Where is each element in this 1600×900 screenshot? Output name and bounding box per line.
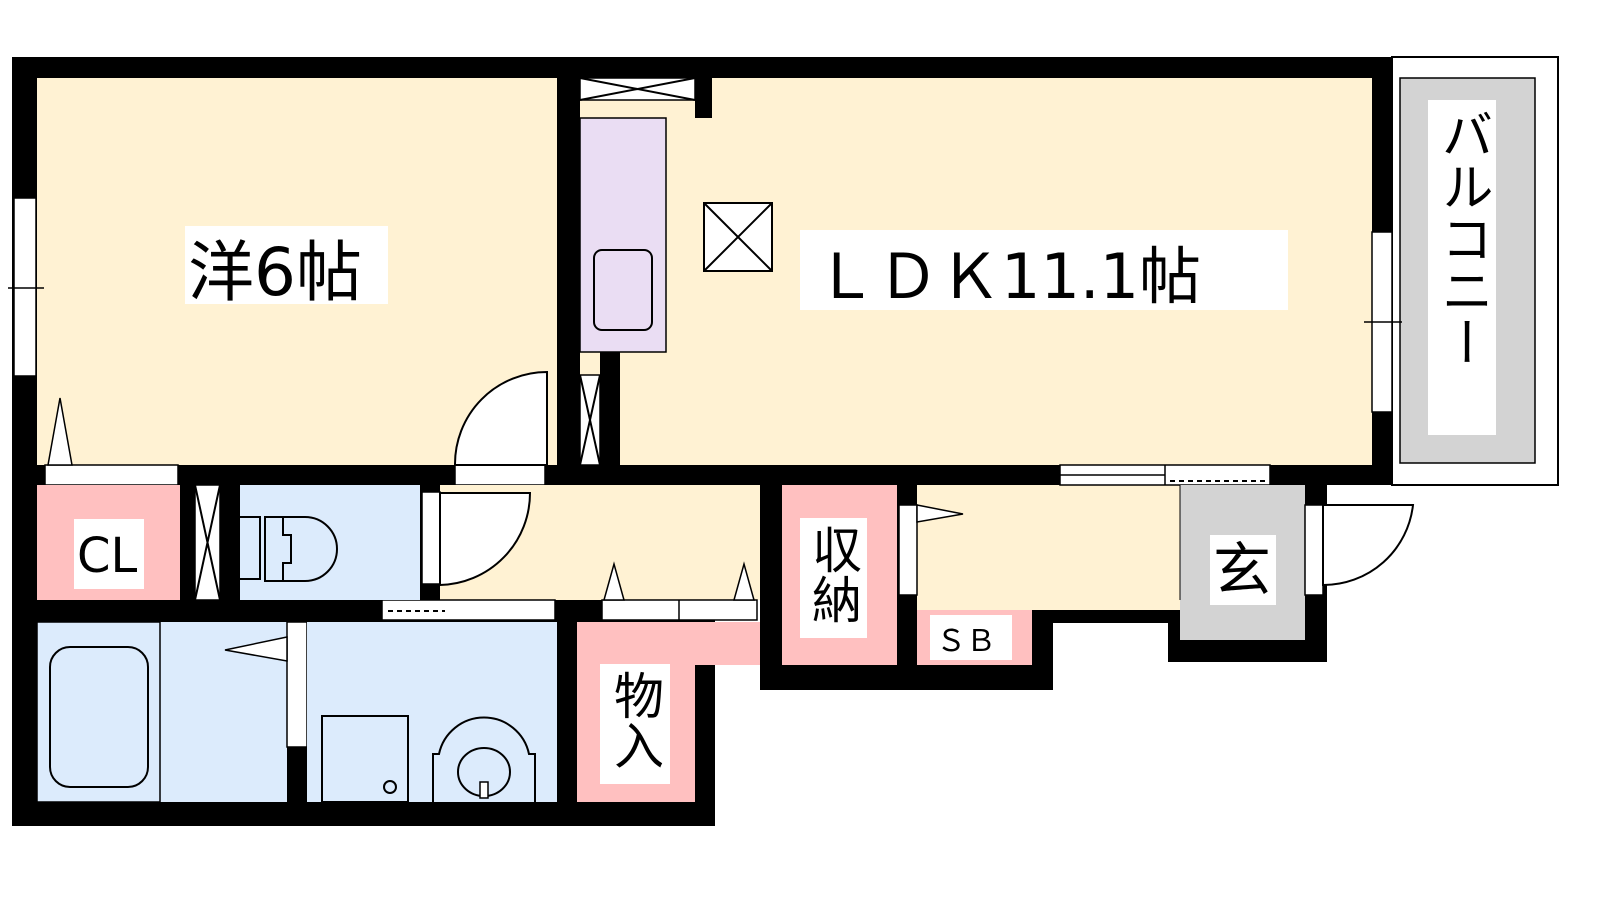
hallway [381, 485, 760, 621]
toilet-room [240, 485, 420, 600]
toilet-icon [264, 516, 338, 582]
sliding-door [381, 599, 556, 621]
storage-shuno: 収納 [782, 485, 897, 665]
western-room-label: 洋6帖 [188, 234, 362, 311]
shoe-box-label: ＳＢ [936, 624, 996, 659]
closet-label: CL [77, 528, 138, 584]
front-door [1304, 504, 1324, 596]
storage-mono-label: 物入 [606, 670, 664, 770]
ldk-room: ＬＤＫ11.1帖 [579, 77, 1402, 485]
western-room: 洋6帖 [8, 78, 557, 486]
door [454, 464, 546, 486]
balcony-label: バルコニー [1432, 108, 1492, 368]
entry-hall [898, 464, 1271, 610]
shoe-box: ＳＢ [917, 610, 1032, 665]
storage-mono: 物入 [577, 622, 760, 802]
washing-machine-icon [321, 715, 409, 803]
bathtub-icon [49, 646, 149, 788]
ldk-label: ＬＤＫ11.1帖 [815, 240, 1201, 313]
sink-icon [593, 249, 653, 331]
window [13, 197, 37, 377]
kitchen-counter [579, 117, 667, 353]
entrance: 玄 [1179, 485, 1415, 640]
storage-shuno-label: 収納 [804, 524, 862, 624]
bathroom [36, 621, 308, 803]
washbasin-icon [432, 716, 536, 802]
closet: CL [37, 484, 221, 601]
washroom [307, 622, 557, 803]
entrance-label: 玄 [1213, 536, 1271, 604]
balcony: バルコニー [1391, 56, 1559, 486]
toilet-door [439, 492, 532, 587]
